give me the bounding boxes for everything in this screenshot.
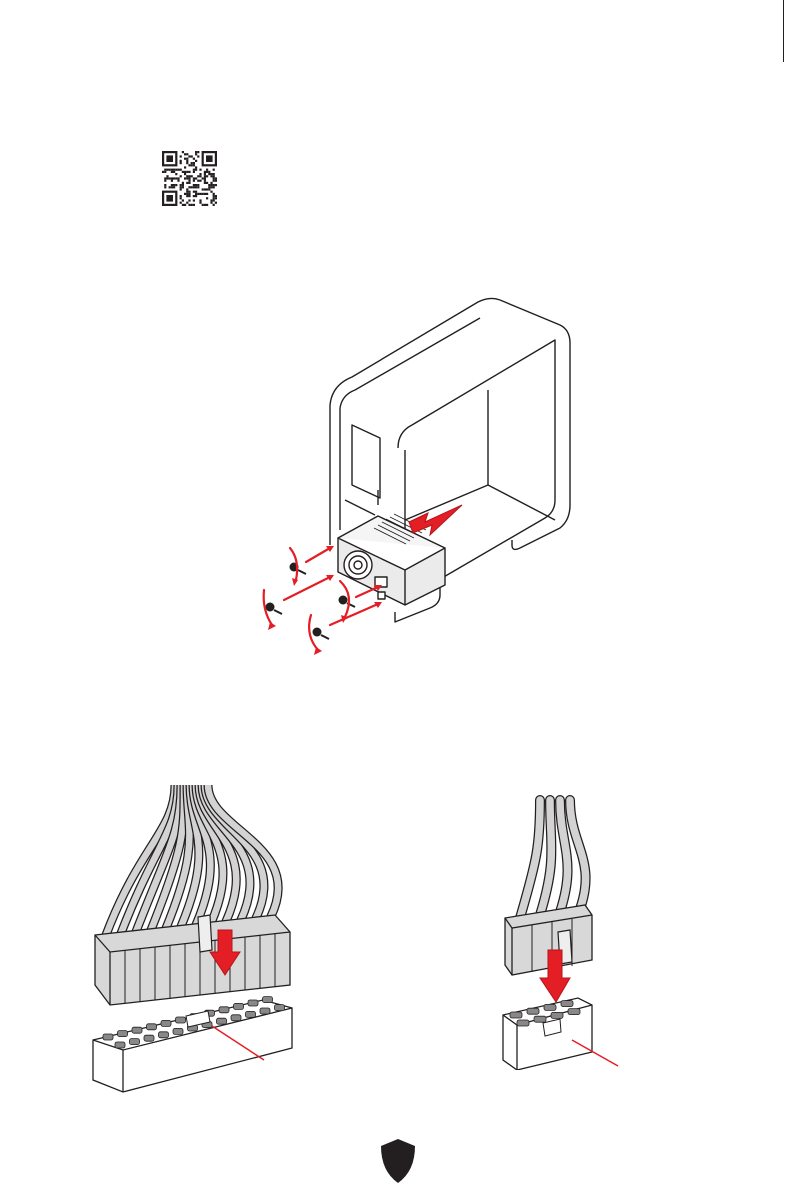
arrow-icon [409,505,462,535]
atx-24-pin-connector-illustration [90,785,305,1097]
shield-logo-icon [380,1138,416,1184]
qr-code-icon [162,151,217,206]
psu-installation-illustration [240,290,585,660]
cpu-8-pin-connector-illustration [498,795,628,1070]
page-edge-line [783,0,784,62]
